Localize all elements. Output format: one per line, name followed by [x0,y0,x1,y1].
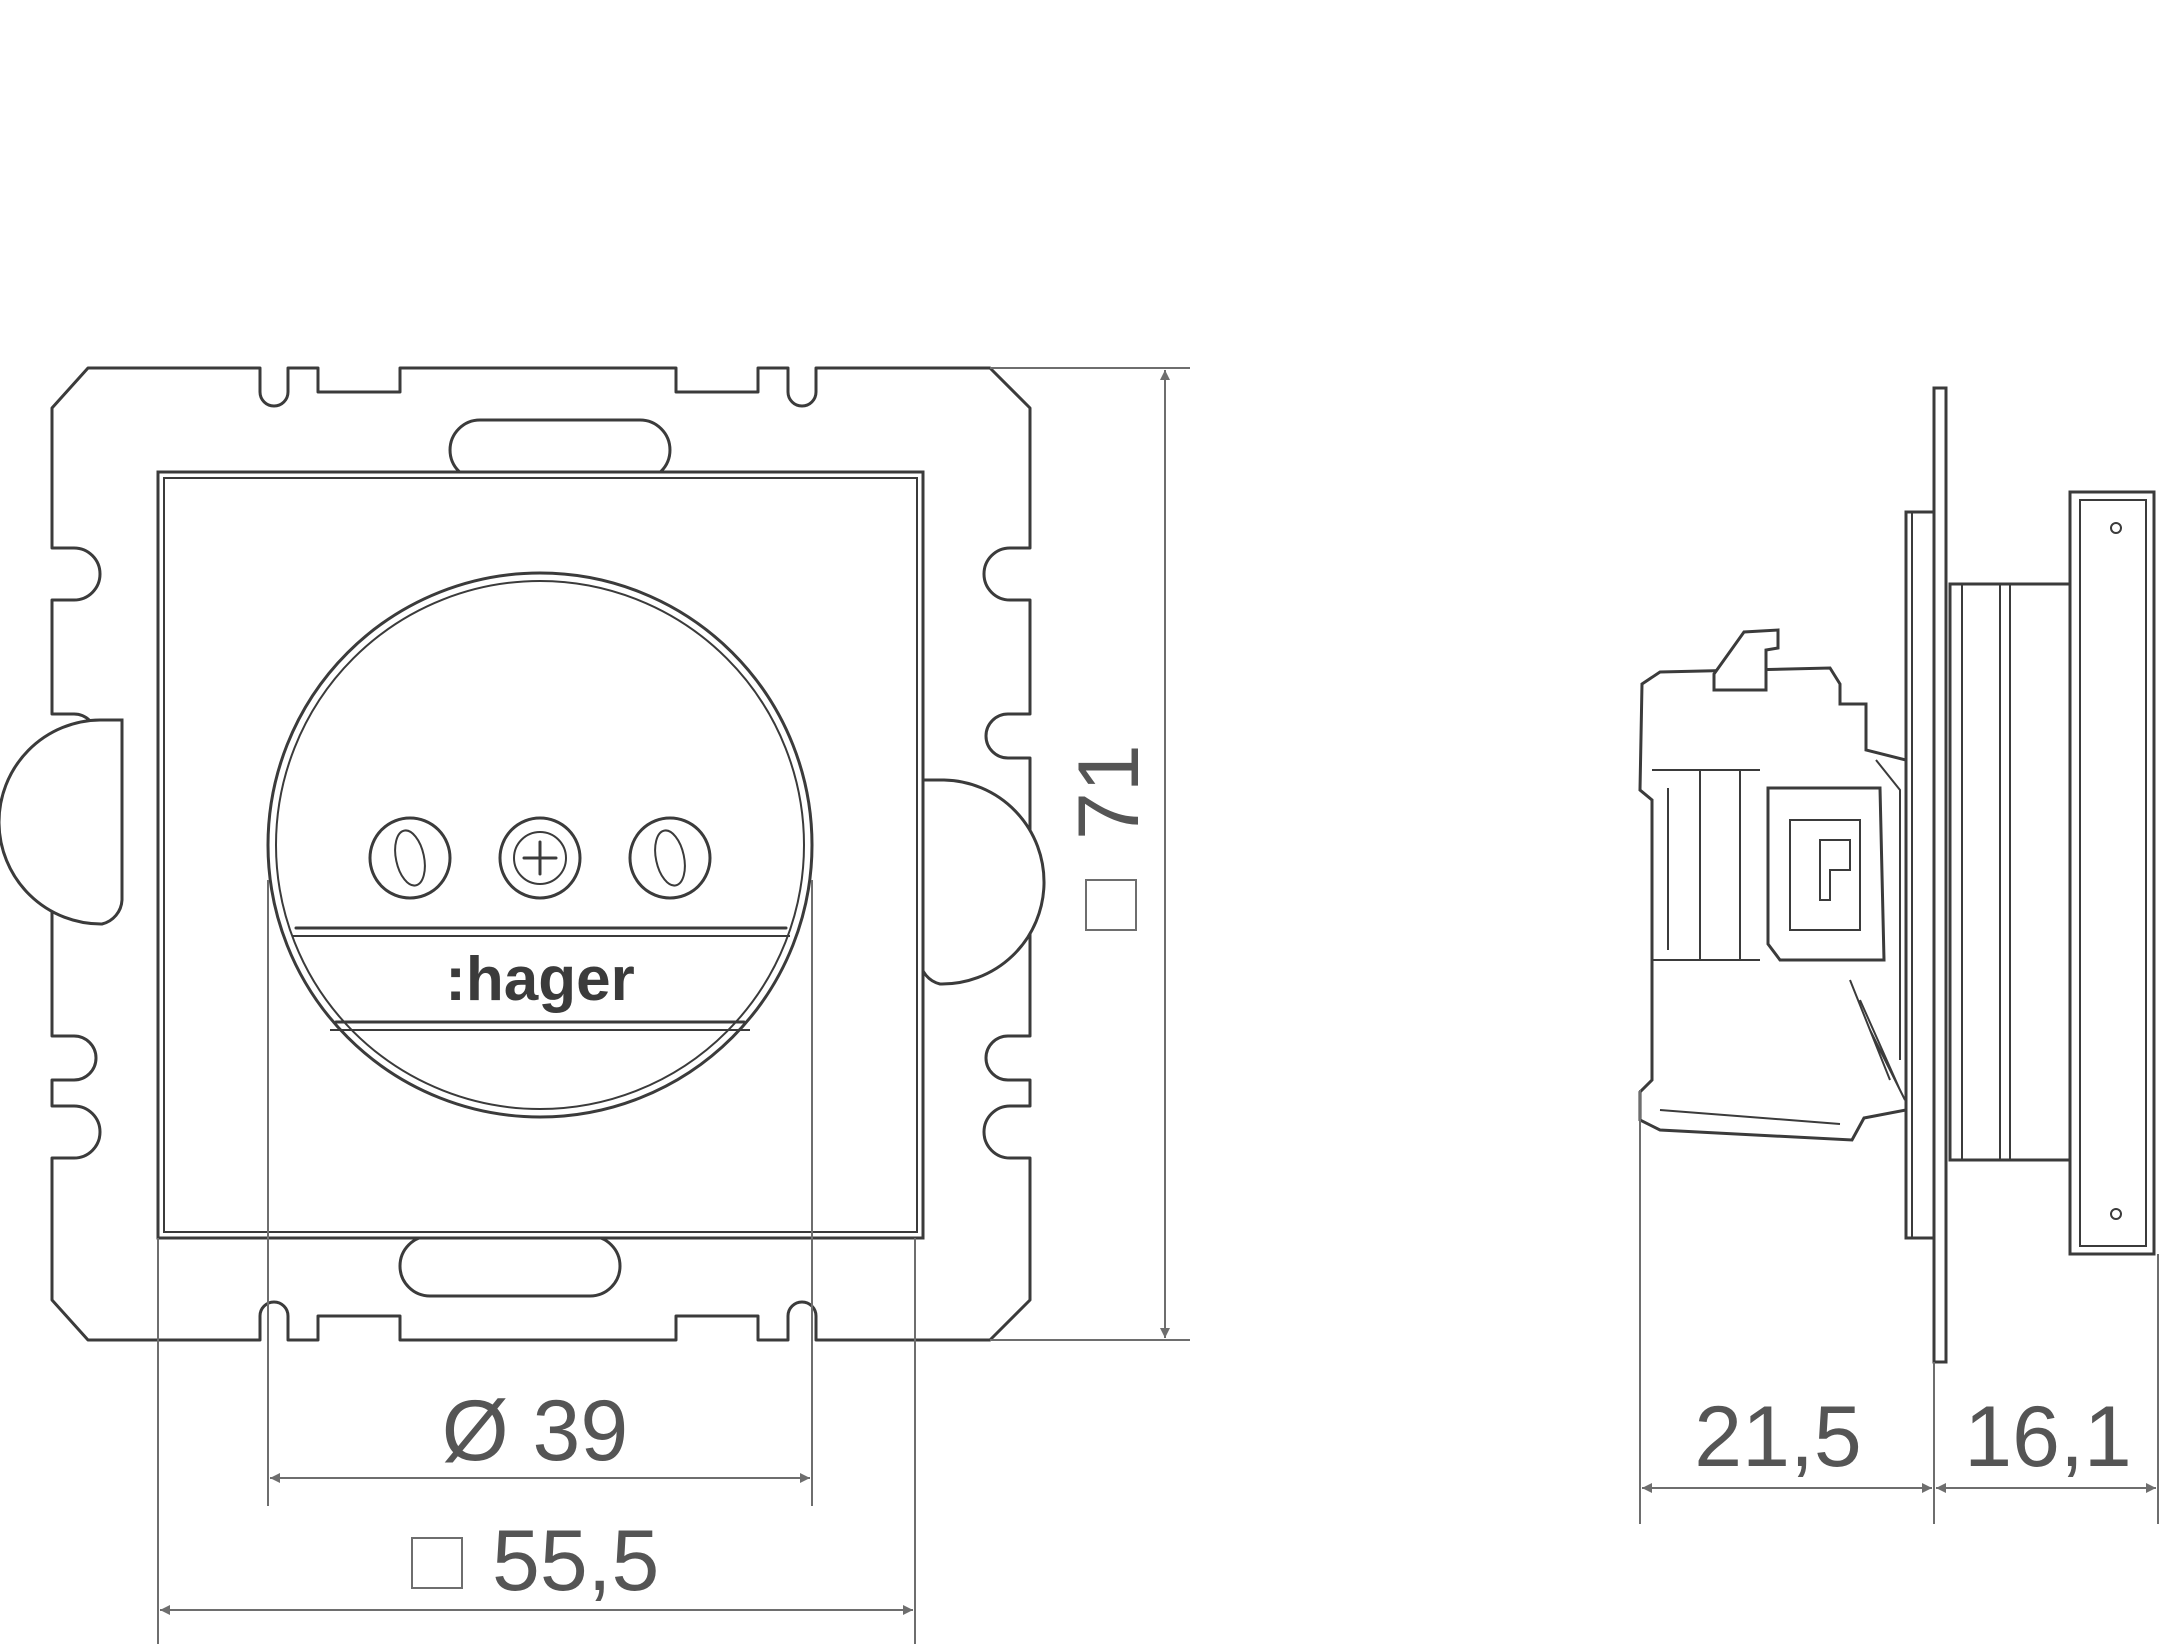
left-pin-hole [368,816,452,900]
diameter-label: Ø 39 [442,1383,628,1479]
height-label: 71 [1061,744,1157,840]
front-depth-label: 16,1 [1964,1389,2131,1485]
front-view: :hager [0,366,1046,1342]
front-dimensions: Ø 39 55,5 71 [157,367,1190,1644]
side-view [1638,386,2156,1364]
right-pin-hole [628,816,712,900]
brand-logo: :hager [445,945,634,1014]
square-symbol-height [1085,879,1137,931]
side-mounting-plate [1932,386,1948,1364]
right-claw [918,778,1046,986]
center-screw-icon [498,816,582,900]
socket-face-inner [275,580,805,1110]
side-plate-step [1904,510,1936,1240]
square-symbol-width [411,1537,463,1589]
cover-plate-inner [163,477,918,1233]
width-label: 55,5 [492,1513,659,1609]
depth-label: 21,5 [1694,1389,1861,1485]
bottom-claw [398,1234,622,1298]
left-claw [0,718,124,926]
side-top-latch [1712,628,1780,692]
side-dimensions: 21,5 16,1 [1639,1090,2159,1524]
side-cover-frame [2068,490,2156,1256]
side-connector [1766,786,1886,962]
